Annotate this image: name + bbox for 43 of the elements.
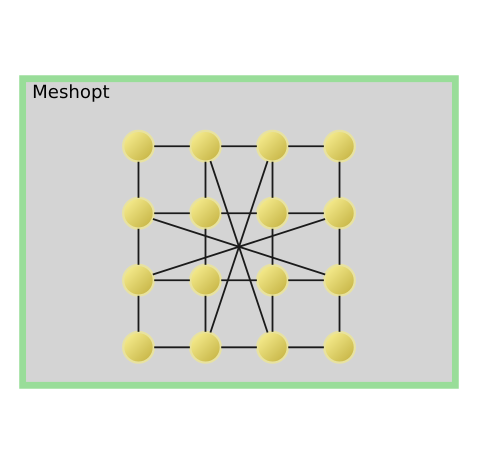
node-circle bbox=[122, 330, 154, 364]
connector bbox=[288, 346, 324, 348]
node-circle bbox=[256, 330, 288, 364]
connector bbox=[152, 218, 325, 276]
connector bbox=[154, 346, 190, 348]
connector bbox=[271, 228, 273, 265]
node-circle bbox=[188, 130, 222, 163]
node-circle bbox=[188, 264, 222, 297]
cluster: Meshopt bbox=[18, 75, 458, 389]
connector bbox=[288, 212, 324, 214]
connector bbox=[204, 228, 206, 265]
connector bbox=[154, 145, 190, 148]
connector bbox=[288, 145, 324, 148]
connector bbox=[288, 279, 324, 282]
connector bbox=[271, 296, 273, 332]
connector bbox=[271, 162, 273, 198]
connector bbox=[209, 160, 268, 333]
node-circle bbox=[322, 264, 356, 297]
node-circle bbox=[188, 330, 222, 364]
connector bbox=[338, 228, 340, 265]
connector bbox=[220, 212, 256, 214]
connector bbox=[137, 228, 139, 265]
node-circle bbox=[322, 130, 356, 163]
node-circle bbox=[322, 196, 356, 230]
connector bbox=[137, 296, 139, 332]
node-circle bbox=[256, 130, 288, 163]
node-circle bbox=[122, 264, 154, 297]
node-circle bbox=[122, 196, 154, 230]
node-circle bbox=[188, 196, 222, 230]
connector bbox=[220, 279, 256, 282]
connector bbox=[220, 145, 256, 148]
node-circle bbox=[256, 196, 288, 230]
connector bbox=[338, 162, 340, 198]
connector bbox=[220, 346, 256, 348]
node-circle bbox=[122, 130, 154, 163]
connector bbox=[204, 296, 206, 332]
connector bbox=[154, 279, 190, 282]
connector bbox=[204, 162, 206, 198]
connector bbox=[137, 162, 139, 198]
node-circle bbox=[322, 330, 356, 364]
connector bbox=[154, 212, 190, 214]
node-circle bbox=[256, 264, 288, 297]
connector bbox=[338, 296, 340, 332]
